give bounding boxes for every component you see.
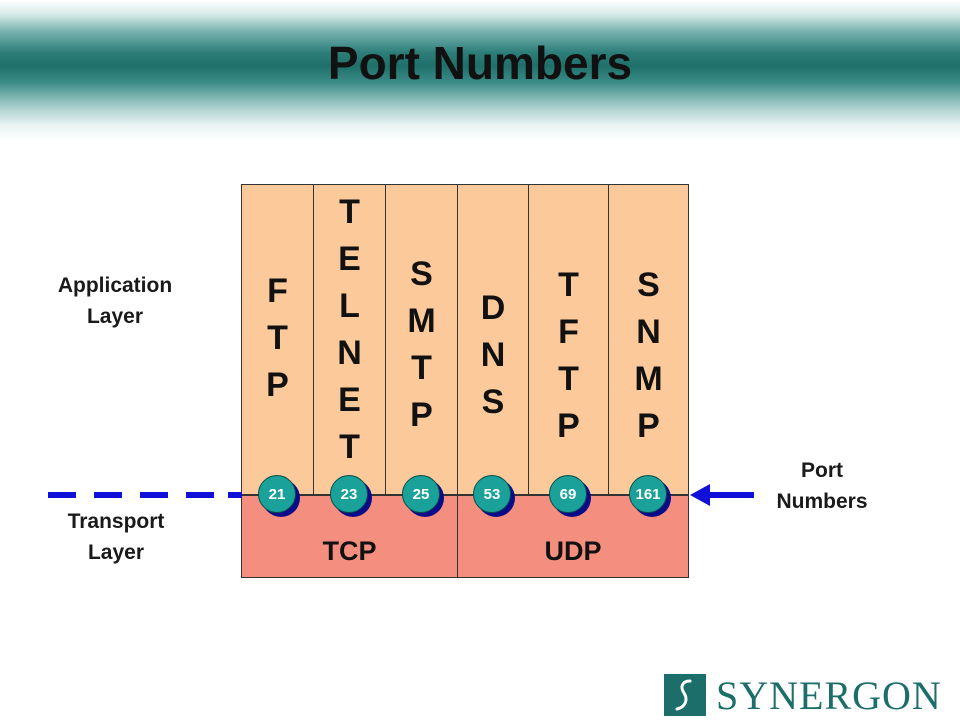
dashed-line-segment <box>94 492 122 498</box>
protocol-label-ftp: F T P <box>266 272 289 404</box>
port-badge-161: 161 <box>629 475 667 513</box>
protocol-label-dns: D N S <box>480 289 506 421</box>
dashed-line-segment <box>228 492 242 498</box>
protocol-label-tftp: T F T P <box>557 266 580 445</box>
protocol-label-smtp: S M T P <box>407 255 436 434</box>
dashed-line-segment <box>186 492 214 498</box>
port-badge-69: 69 <box>549 475 587 513</box>
protocol-label-snmp: S N M P <box>634 266 663 445</box>
transport-label-udp: UDP <box>544 536 602 566</box>
protocol-column-telnet: T E L N E T <box>313 184 386 495</box>
port-badge-23: 23 <box>330 475 368 513</box>
port-badge-53: 53 <box>473 475 511 513</box>
arrow-left-icon <box>690 484 710 506</box>
protocol-column-ftp: F T P <box>241 184 314 495</box>
dashed-line-segment <box>48 492 76 498</box>
arrow-line <box>708 492 754 498</box>
protocol-column-dns: D N S <box>457 184 529 495</box>
synergon-logo-mark <box>664 674 706 716</box>
synergon-logo-text: SYNERGON <box>716 673 942 718</box>
slide-title: Port Numbers <box>327 37 633 89</box>
transport-layer-label: Transport Layer <box>67 510 165 564</box>
transport-label-tcp: TCP <box>322 536 377 566</box>
protocol-column-smtp: S M T P <box>385 184 458 495</box>
dashed-line-segment <box>140 492 168 498</box>
protocol-column-tftp: T F T P <box>528 184 609 495</box>
port-numbers-label: Port Numbers <box>776 459 868 513</box>
protocol-label-telnet: T E L N E T <box>337 193 362 466</box>
protocol-column-snmp: S N M P <box>608 184 689 495</box>
port-badge-21: 21 <box>258 475 296 513</box>
port-badge-25: 25 <box>402 475 440 513</box>
application-layer-label: Application Layer <box>57 274 173 328</box>
title-banner <box>0 0 960 140</box>
